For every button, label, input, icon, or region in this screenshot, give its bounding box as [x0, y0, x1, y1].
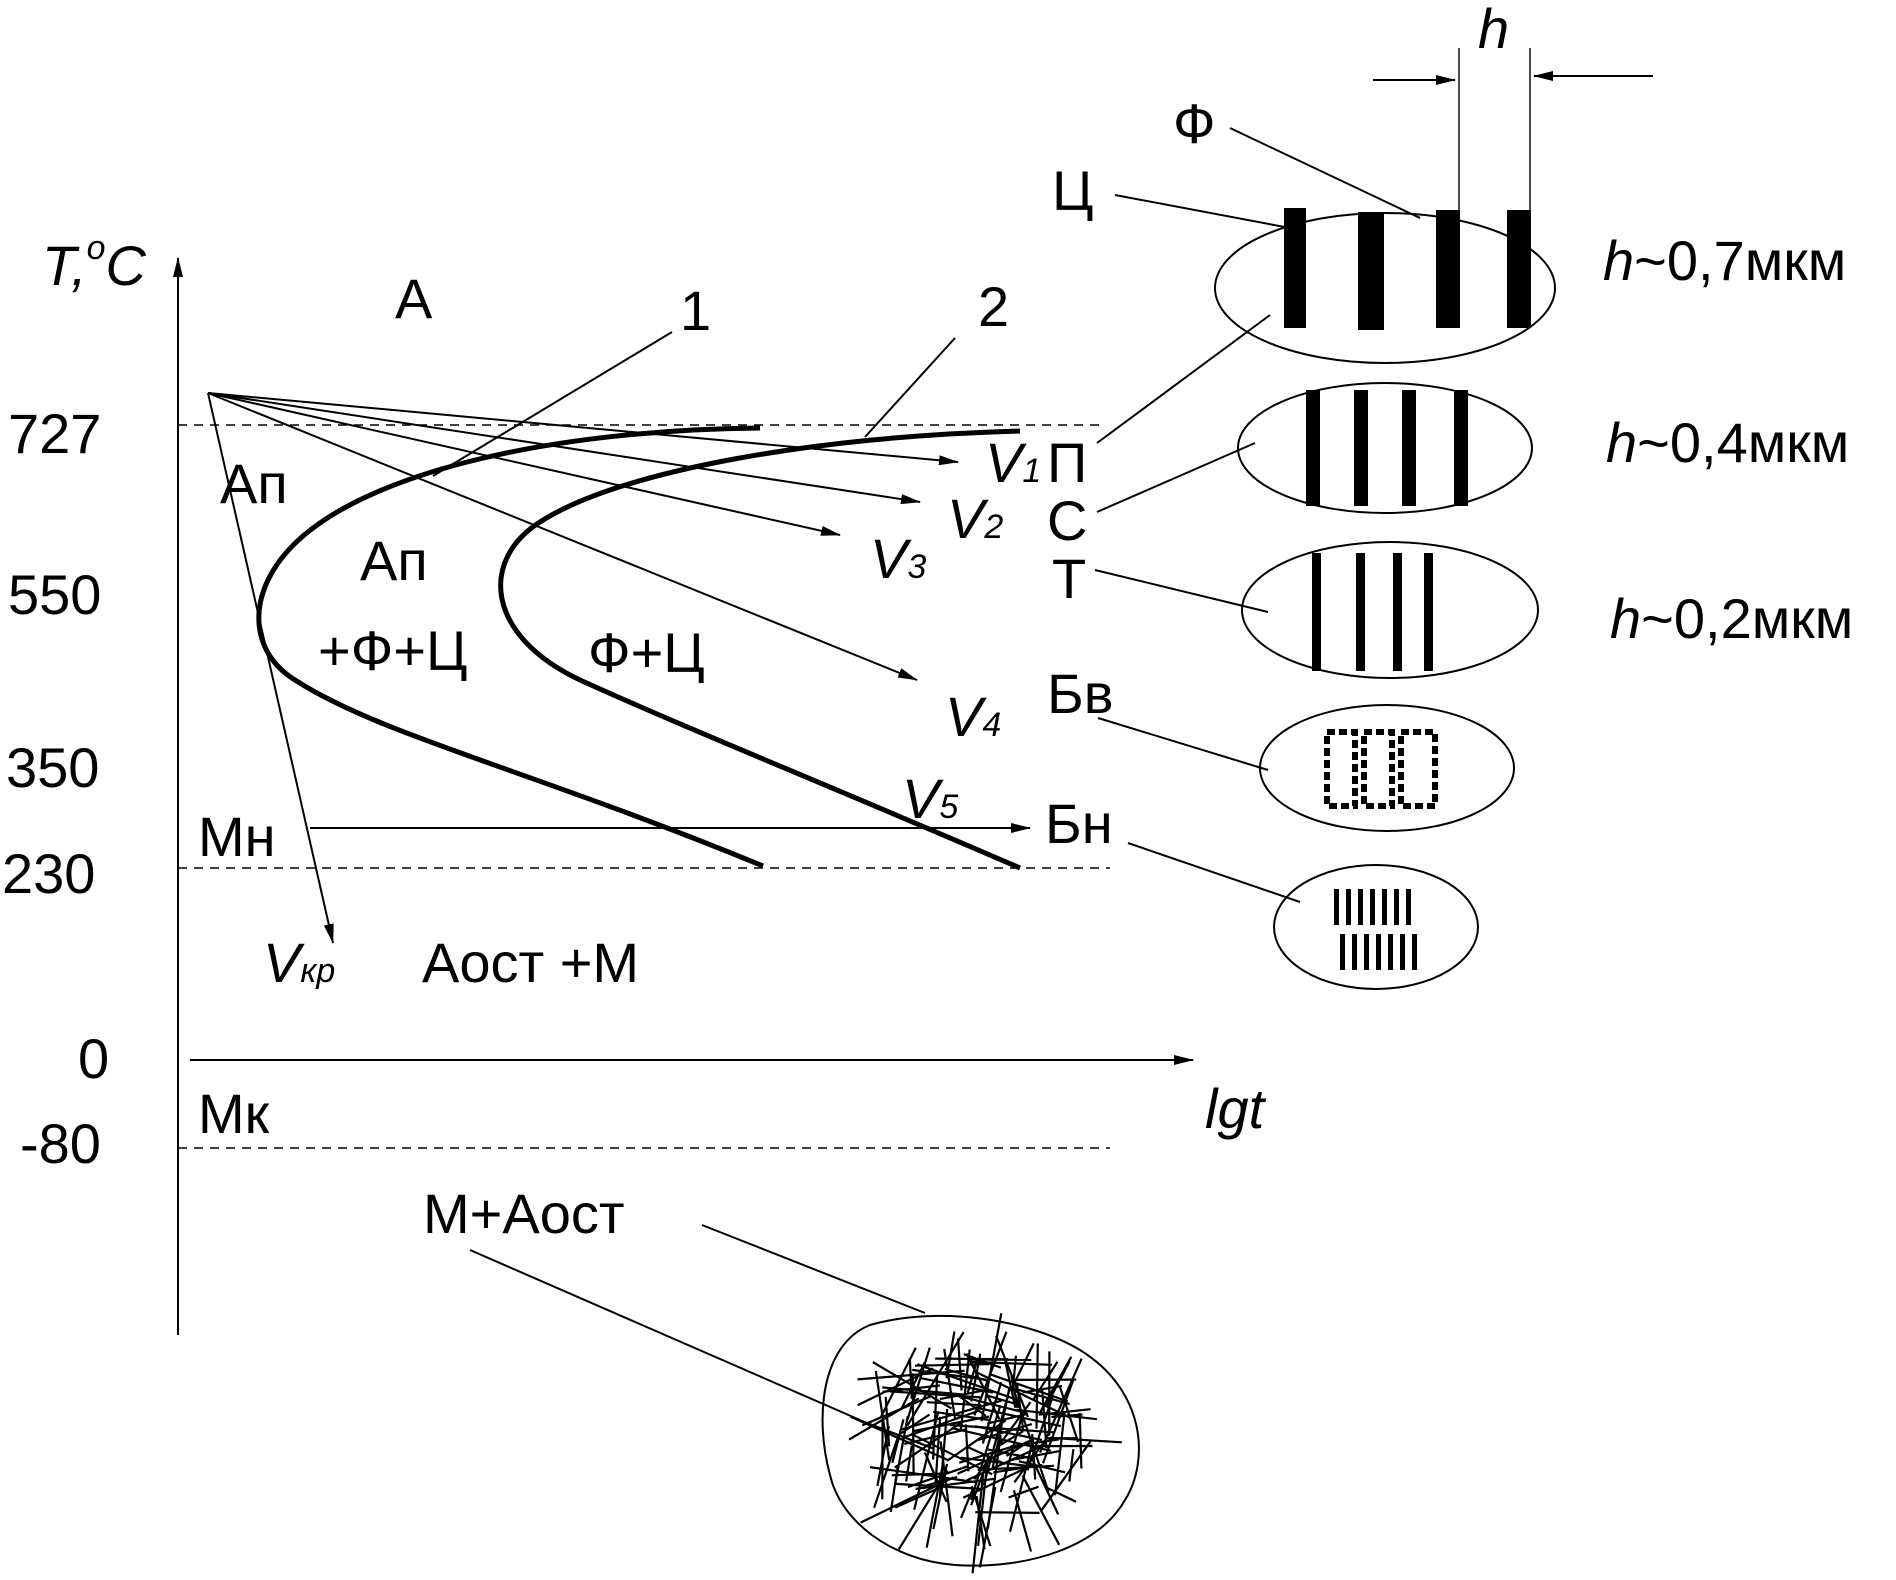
tick-230: 230 — [2, 842, 95, 905]
cooling-curve-v4 — [208, 393, 917, 680]
label-lower-bainite: Бн — [1045, 792, 1113, 855]
martensite-needle — [892, 1474, 946, 1476]
label-martensite-retained-austenite: М+Аост — [423, 1182, 625, 1245]
label-v1: V1 — [985, 431, 1041, 494]
martensite-needle — [1014, 1490, 1031, 1551]
region-mixed-line1: Ап — [360, 529, 428, 592]
upper-bainite-microstructure — [1260, 705, 1514, 831]
martensite-needle — [852, 1417, 934, 1449]
tick-0: 0 — [78, 1027, 109, 1090]
leader-ferrite — [1230, 128, 1420, 218]
martensite-needle — [913, 1373, 914, 1473]
label-cementite: Ц — [1052, 159, 1093, 222]
curve-label-1: 1 — [680, 279, 711, 342]
martensite-needle — [975, 1512, 1039, 1513]
label-v3: V3 — [870, 527, 926, 590]
tick-350: 350 — [6, 736, 99, 799]
tick-550: 550 — [8, 563, 101, 626]
leader-martensite-2 — [702, 1225, 925, 1313]
label-upper-bainite: Бв — [1047, 662, 1114, 725]
region-austenite: А — [395, 267, 433, 330]
spacing-pearlite: h~0,7мкм — [1603, 229, 1846, 292]
label-martensite-start: Мн — [198, 805, 276, 868]
martensite-needles — [849, 1313, 1122, 1573]
label-v5: V5 — [902, 767, 958, 830]
region-mixed-line2: +Ф+Ц — [318, 619, 467, 682]
region-supercooled-austenite: Ап — [220, 452, 288, 515]
region-retained-austenite-martensite: Аост +М — [422, 931, 639, 994]
martensite-needle — [892, 1419, 903, 1463]
leader-pearlite — [1097, 315, 1270, 443]
cooling-curve-v3 — [208, 393, 840, 535]
leader-upper-bainite — [1098, 718, 1268, 770]
region-ferrite-cementite: Ф+Ц — [588, 621, 705, 684]
leader-curve-2 — [865, 338, 955, 437]
leader-cementite — [1115, 195, 1290, 228]
spacing-troostite: h~0,2мкм — [1610, 587, 1853, 650]
tick-727: 727 — [8, 402, 101, 465]
sorbite-microstructure — [1238, 383, 1532, 513]
label-vkr: Vкр — [263, 931, 335, 994]
label-troostite: Т — [1052, 547, 1086, 610]
tick-minus-80: -80 — [20, 1112, 101, 1175]
x-axis-label: lgt — [1205, 1077, 1267, 1140]
spacing-sorbite: h~0,4мкм — [1606, 411, 1849, 474]
leader-lower-bainite — [1128, 843, 1300, 902]
troostite-microstructure — [1242, 542, 1538, 678]
label-v2: V2 — [947, 487, 1003, 550]
leader-curve-1 — [433, 332, 672, 476]
label-sorbite: С — [1047, 489, 1087, 552]
y-axis-label: T,oC — [42, 229, 147, 297]
h-label: h — [1478, 0, 1509, 60]
label-pearlite: П — [1047, 431, 1087, 494]
leader-martensite-1 — [470, 1250, 860, 1420]
curve-label-2: 2 — [978, 275, 1009, 338]
leader-sorbite — [1097, 443, 1255, 512]
cooling-curve-v1 — [208, 393, 958, 462]
martensite-needle — [906, 1446, 912, 1482]
lower-bainite-microstructure — [1274, 865, 1478, 989]
pearlite-microstructure — [1215, 208, 1555, 363]
label-ferrite: Ф — [1173, 92, 1216, 155]
label-v4: V4 — [945, 685, 1001, 748]
martensite-needle — [915, 1364, 989, 1366]
martensite-needle — [1080, 1413, 1082, 1468]
martensite-needle — [1023, 1476, 1060, 1545]
martensite-needle — [1037, 1344, 1038, 1429]
martensite-needle — [1042, 1441, 1091, 1510]
label-martensite-finish: Мк — [198, 1082, 270, 1145]
